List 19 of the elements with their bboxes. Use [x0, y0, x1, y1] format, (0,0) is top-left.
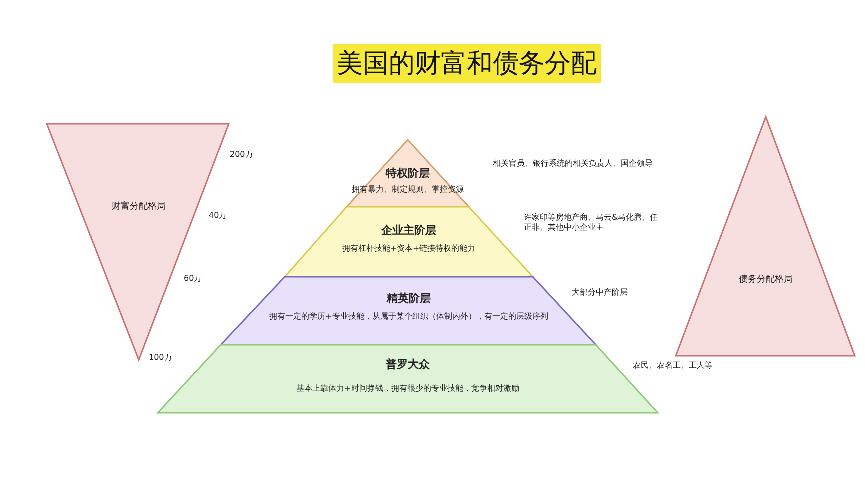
side-note: 农民、农名工、工人等	[633, 360, 713, 371]
tier-title: 精英阶层	[387, 291, 431, 306]
tier-title: 特权阶层	[386, 166, 430, 182]
shape-label: 债务分配格局	[739, 274, 793, 286]
tier-description: 基本上靠体力+时间挣钱，拥有很少的专业技能，竞争相对激励	[296, 383, 520, 394]
value-label: 100万	[149, 352, 172, 363]
value-label: 40万	[209, 210, 228, 221]
tier-description: 拥有暴力、制定规则、掌控资源	[352, 184, 464, 196]
value-label: 200万	[230, 149, 254, 160]
side-note: 大部分中产阶层	[572, 287, 628, 298]
tier-description: 拥有杠杆技能+资本+链接特权的能力	[342, 243, 476, 254]
shape-label: 财富分配格局	[112, 200, 166, 213]
side-note: 相关官员、银行系统的相关负责人、国企领导	[493, 158, 653, 169]
tier-title: 企业主阶层	[382, 223, 436, 238]
side-note: 许家印等房地产商、马云&马化腾、任正非、其他中小企业主	[524, 213, 660, 234]
tier-description: 拥有一定的学历+专业技能，从属于某个组织（体制内外），有一定的层级序列	[270, 311, 548, 322]
value-label: 60万	[184, 273, 202, 284]
tier-title: 普罗大众	[386, 357, 430, 372]
title: 美国的财富和债务分配	[333, 44, 601, 83]
